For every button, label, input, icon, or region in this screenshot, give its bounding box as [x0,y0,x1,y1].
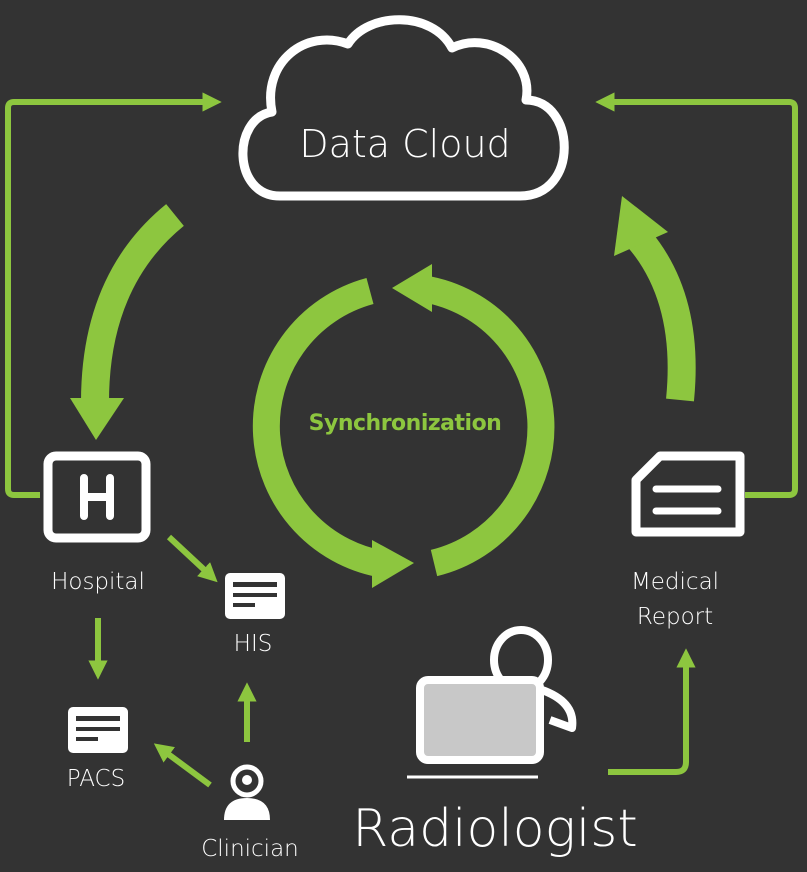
his-card-icon [225,573,285,619]
radiologist-to-report-arrow [608,648,696,775]
report-to-cloud-arrow [614,196,696,402]
clinician-to-pacs-arrow [153,743,212,788]
report-to-cloud-connector [595,92,798,498]
synchronization-label: Synchronization [308,411,502,436]
pacs-label: PACS [66,766,126,792]
cloud-to-hospital-arrow [70,204,185,440]
his-label: HIS [233,631,273,657]
medical-report-label-line1: Medical [630,569,720,595]
hospital-to-cloud-connector [5,92,222,498]
radiologist-label: Radiologist [352,799,638,859]
pacs-card-icon [68,707,128,753]
hospital-h-icon [43,451,151,543]
data-cloud-label: Data Cloud [299,122,511,166]
hospital-to-his-arrow [166,534,218,583]
clinician-label: Clinician [201,836,299,862]
clinician-person-icon [224,764,270,820]
radiologist-workstation-icon [407,626,577,779]
medical-report-label-line2: Report [636,604,714,630]
cloud-icon [238,15,569,201]
document-icon [631,451,745,537]
sync-cycle-icon [252,264,555,588]
hospital-label: Hospital [51,569,145,595]
